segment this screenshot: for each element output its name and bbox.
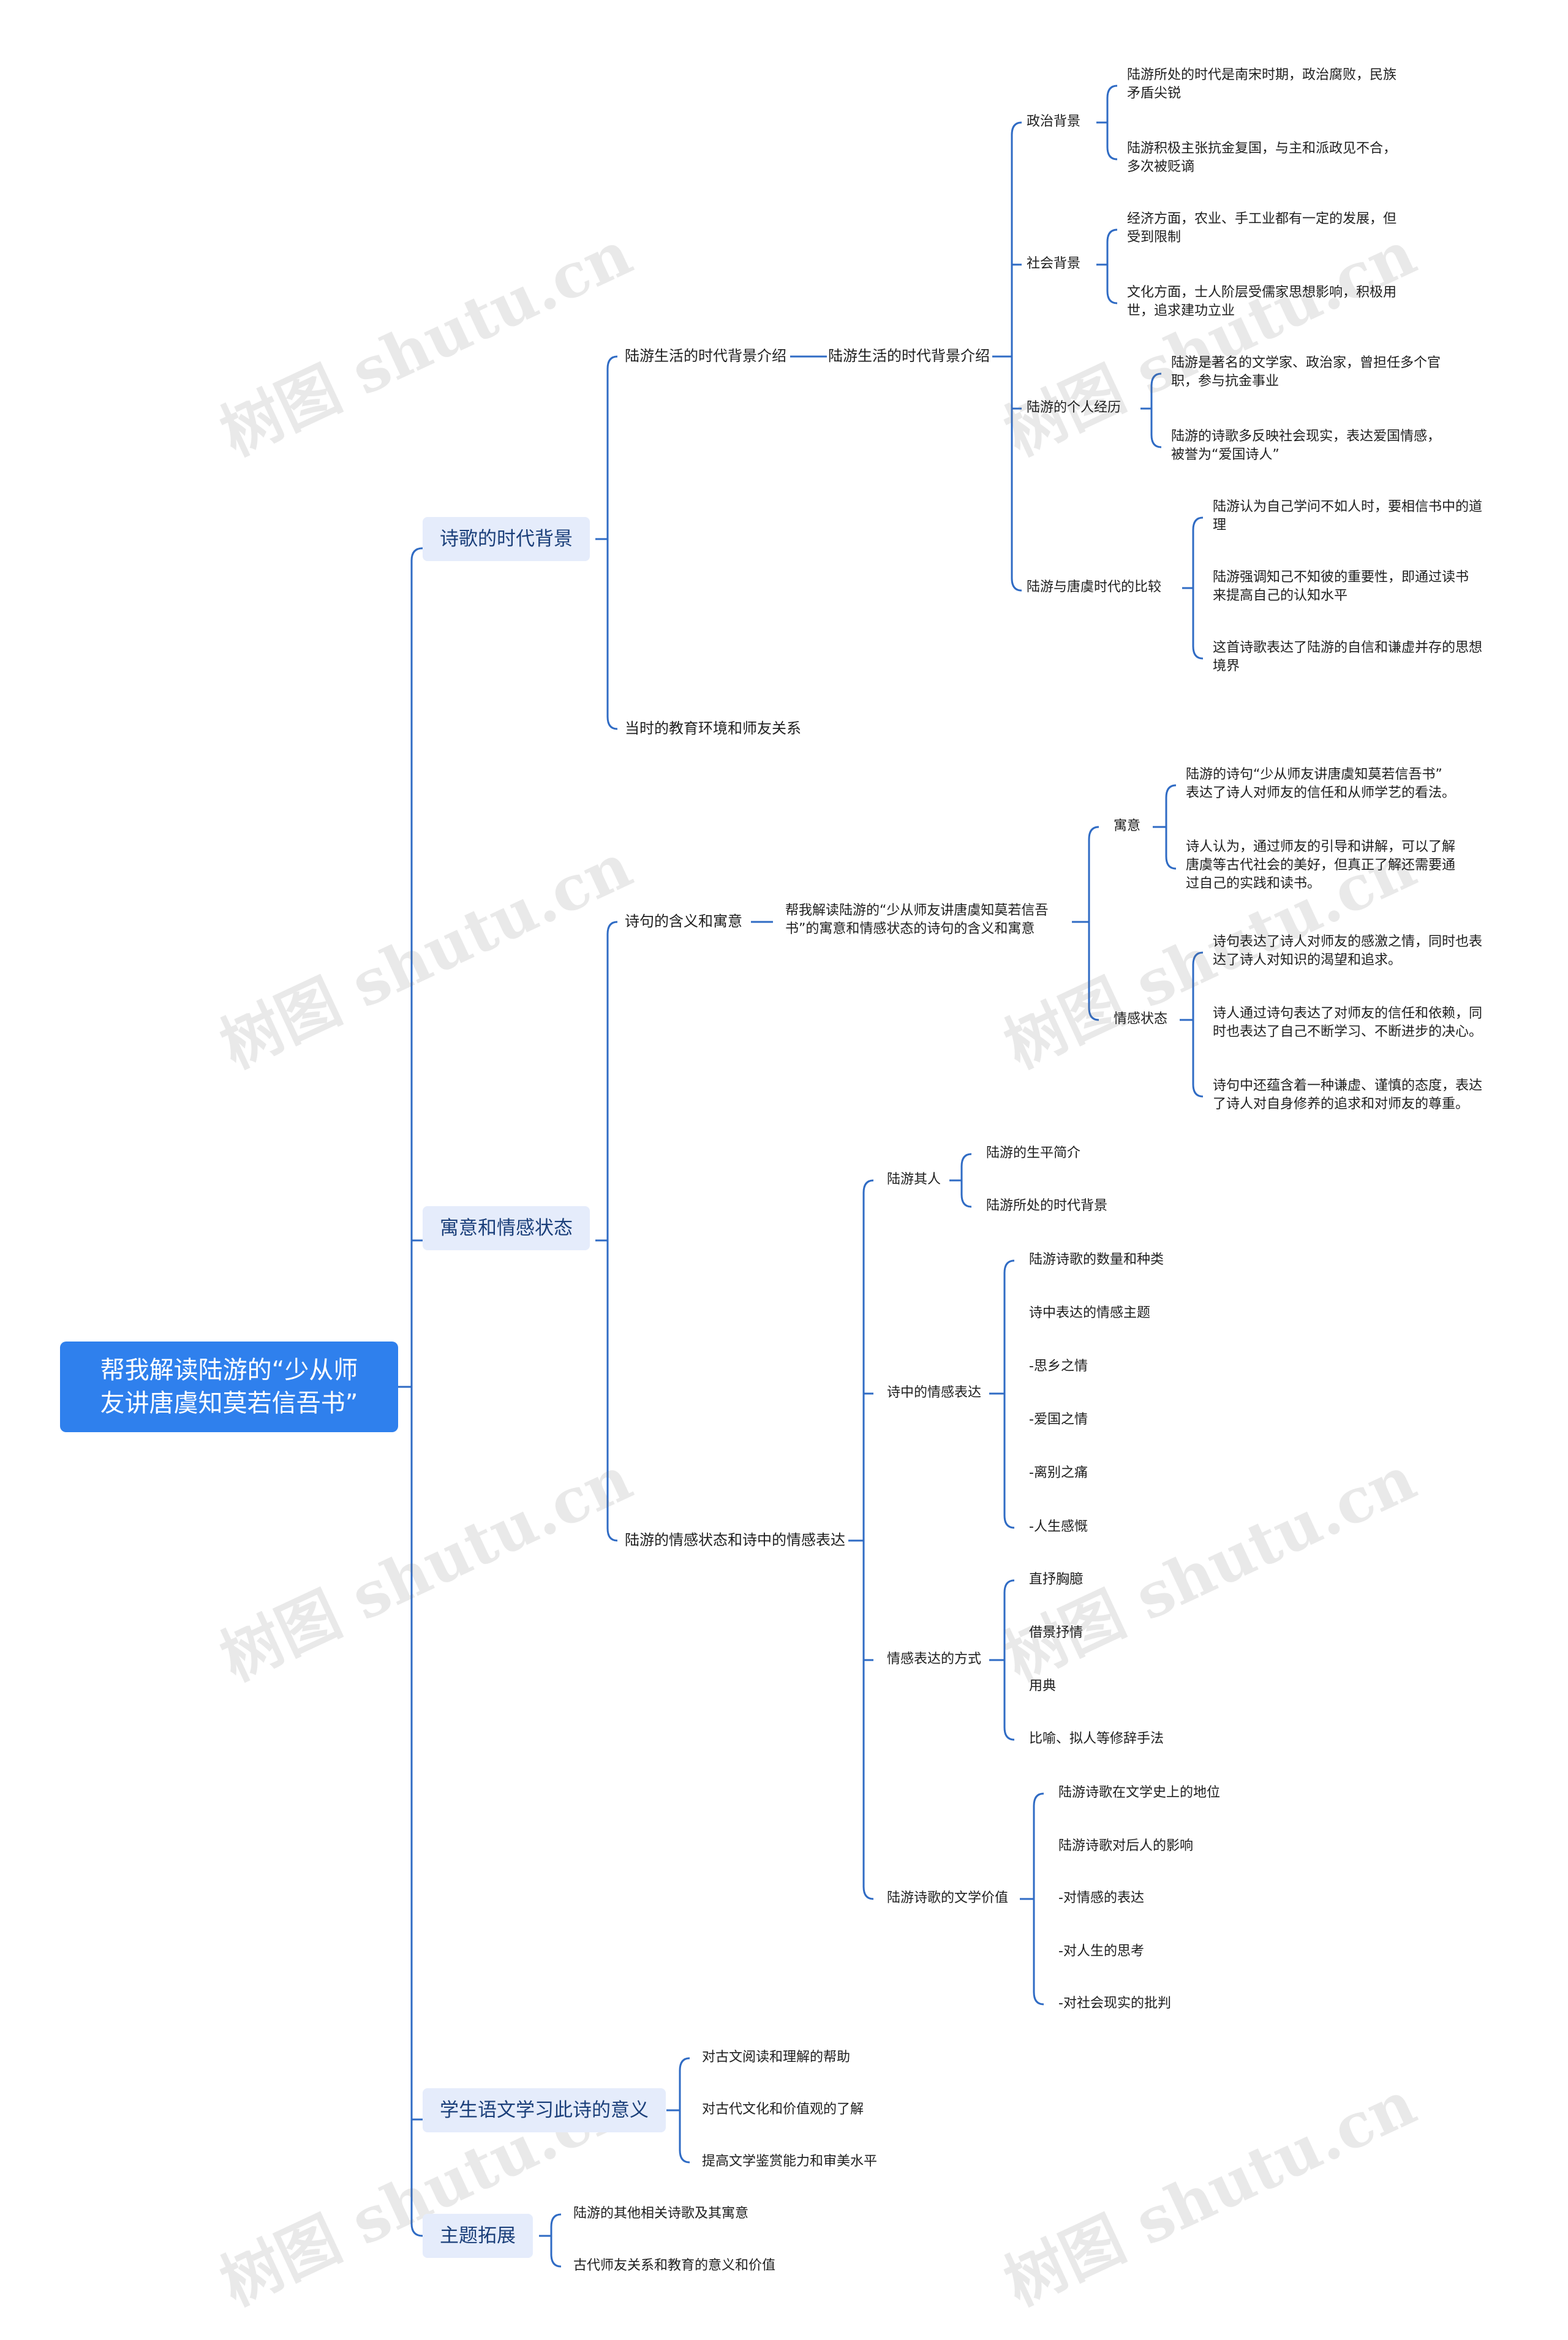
topic-education[interactable]: 当时的教育环境和师友关系 xyxy=(625,720,801,737)
leaf-poem-emotion-6[interactable]: -人生感慨 xyxy=(1029,1519,1088,1534)
leaf-value-4[interactable]: -对人生的思考 xyxy=(1058,1944,1144,1959)
topic-verse-sub[interactable]: 帮我解读陆游的“少从师友讲唐虞知莫若信吾 书”的寓意和情感状态的诗句的含义和寓意 xyxy=(785,903,1049,937)
leaf-method-3[interactable]: 用典 xyxy=(1029,1678,1057,1694)
leaf-study-2[interactable]: 对古代文化和价值观的了解 xyxy=(702,2102,864,2117)
branch-meaning[interactable]: 寓意和情感状态 xyxy=(423,1206,590,1250)
topic-implication[interactable]: 寓意 xyxy=(1114,818,1141,834)
leaf-political-1[interactable]: 陆游所处的时代是南宋时期，政治腐败，民族 矛盾尖锐 xyxy=(1127,67,1397,101)
leaf-value-3[interactable]: -对情感的表达 xyxy=(1058,1890,1144,1906)
leaf-political-2[interactable]: 陆游积极主张抗金复国，与主和派政见不合， 多次被贬谪 xyxy=(1127,141,1397,175)
leaf-extend-2[interactable]: 古代师友关系和教育的意义和价值 xyxy=(573,2258,776,2273)
leaf-personal-2[interactable]: 陆游的诗歌多反映社会现实，表达爱国情感， 被誉为“爱国诗人” xyxy=(1171,429,1441,462)
leaf-poem-emotion-4[interactable]: -爱国之情 xyxy=(1029,1412,1088,1427)
leaf-method-4[interactable]: 比喻、拟人等修辞手法 xyxy=(1029,1731,1164,1746)
leaf-person-1[interactable]: 陆游的生平简介 xyxy=(986,1145,1081,1161)
leaf-method-1[interactable]: 直抒胸臆 xyxy=(1029,1572,1084,1587)
leaf-personal-1[interactable]: 陆游是著名的文学家、政治家，曾担任多个官 职，参与抗金事业 xyxy=(1171,355,1441,389)
branch-study[interactable]: 学生语文学习此诗的意义 xyxy=(423,2088,666,2132)
leaf-emotion-2[interactable]: 诗人通过诗句表达了对师友的信任和依赖，同 时也表达了自己不断学习、不断进步的决心… xyxy=(1213,1006,1483,1040)
topic-emotion[interactable]: 情感状态 xyxy=(1114,1011,1168,1027)
leaf-compare-1[interactable]: 陆游认为自己学问不如人时，要相信书中的道 理 xyxy=(1213,499,1483,533)
leaf-person-2[interactable]: 陆游所处的时代背景 xyxy=(986,1198,1108,1213)
leaf-study-1[interactable]: 对古文阅读和理解的帮助 xyxy=(702,2050,851,2065)
topic-personal[interactable]: 陆游的个人经历 xyxy=(1027,400,1121,415)
leaf-extend-1[interactable]: 陆游的其他相关诗歌及其寓意 xyxy=(573,2206,749,2221)
topic-social[interactable]: 社会背景 xyxy=(1027,256,1081,271)
topic-emotion-expression[interactable]: 陆游的情感状态和诗中的情感表达 xyxy=(625,1531,845,1549)
branch-background[interactable]: 诗歌的时代背景 xyxy=(423,517,590,561)
leaf-implication-2[interactable]: 诗人认为，通过师友的引导和讲解，可以了解 唐虞等古代社会的美好，但真正了解还需要… xyxy=(1186,839,1456,891)
topic-verse[interactable]: 诗句的含义和寓意 xyxy=(625,913,742,930)
topic-era-intro[interactable]: 陆游生活的时代背景介绍 xyxy=(625,347,786,364)
leaf-implication-1[interactable]: 陆游的诗句“少从师友讲唐虞知莫若信吾书” 表达了诗人对师友的信任和从师学艺的看法… xyxy=(1186,767,1456,801)
leaf-social-1[interactable]: 经济方面，农业、手工业都有一定的发展，但 受到限制 xyxy=(1127,211,1397,245)
leaf-emotion-3[interactable]: 诗句中还蕴含着一种谦虚、谨慎的态度，表达 了诗人对自身修养的追求和对师友的尊重。 xyxy=(1213,1078,1483,1112)
leaf-method-2[interactable]: 借景抒情 xyxy=(1029,1625,1084,1640)
topic-compare[interactable]: 陆游与唐虞时代的比较 xyxy=(1027,579,1162,595)
leaf-value-1[interactable]: 陆游诗歌在文学史上的地位 xyxy=(1058,1785,1221,1800)
leaf-poem-emotion-1[interactable]: 陆游诗歌的数量和种类 xyxy=(1029,1252,1164,1267)
branch-extend[interactable]: 主题拓展 xyxy=(423,2214,533,2258)
leaf-compare-2[interactable]: 陆游强调知己不知彼的重要性，即通过读书 来提高自己的认知水平 xyxy=(1213,570,1469,603)
leaf-poem-emotion-5[interactable]: -离别之痛 xyxy=(1029,1465,1088,1481)
root-topic[interactable]: 帮我解读陆游的“少从师 友讲唐虞知莫若信吾书” xyxy=(60,1342,398,1432)
leaf-study-3[interactable]: 提高文学鉴赏能力和审美水平 xyxy=(702,2154,878,2169)
leaf-social-2[interactable]: 文化方面，士人阶层受儒家思想影响，积极用 世，追求建功立业 xyxy=(1127,285,1397,319)
topic-poem-emotion[interactable]: 诗中的情感表达 xyxy=(887,1385,982,1400)
leaf-poem-emotion-3[interactable]: -思乡之情 xyxy=(1029,1359,1088,1374)
leaf-poem-emotion-2[interactable]: 诗中表达的情感主题 xyxy=(1029,1305,1151,1321)
topic-person[interactable]: 陆游其人 xyxy=(887,1172,941,1187)
leaf-value-5[interactable]: -对社会现实的批判 xyxy=(1058,1996,1171,2011)
topic-era-intro-sub[interactable]: 陆游生活的时代背景介绍 xyxy=(828,347,990,364)
topic-political[interactable]: 政治背景 xyxy=(1027,114,1081,129)
topic-methods[interactable]: 情感表达的方式 xyxy=(887,1651,982,1667)
topic-value[interactable]: 陆游诗歌的文学价值 xyxy=(887,1890,1009,1906)
leaf-value-2[interactable]: 陆游诗歌对后人的影响 xyxy=(1058,1838,1194,1854)
leaf-emotion-1[interactable]: 诗句表达了诗人对师友的感激之情，同时也表 达了诗人对知识的渴望和追求。 xyxy=(1213,934,1483,968)
leaf-compare-3[interactable]: 这首诗歌表达了陆游的自信和谦虚并存的思想 境界 xyxy=(1213,640,1483,674)
